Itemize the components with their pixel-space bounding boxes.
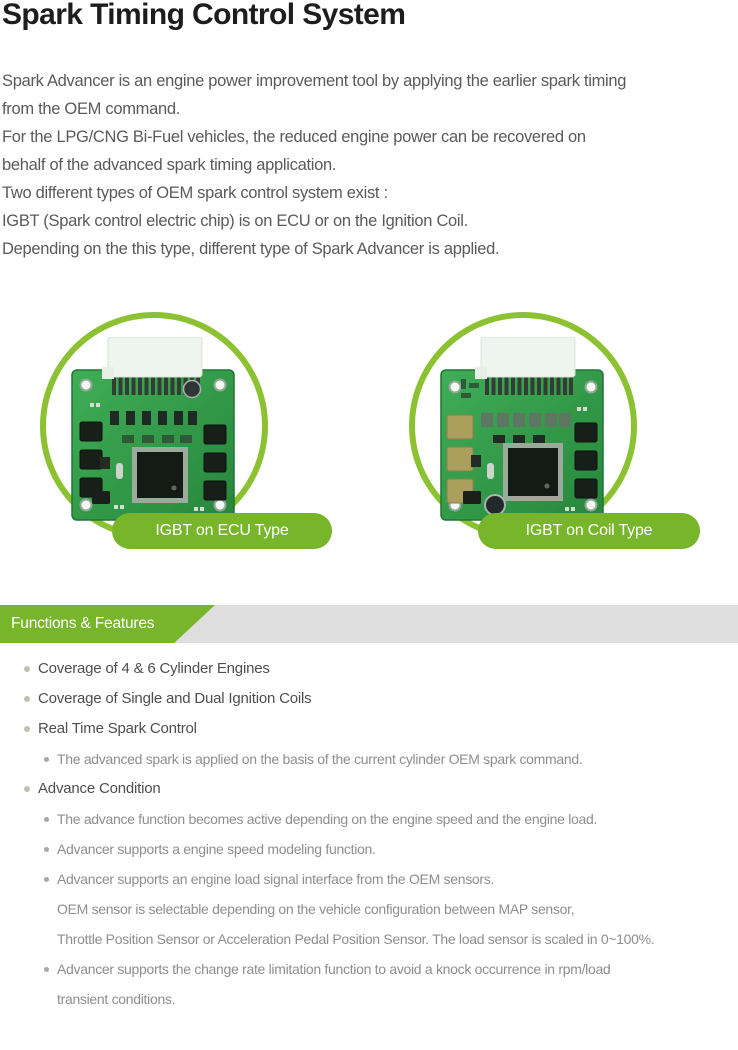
feature-item: Coverage of Single and Dual Ignition Coi… (0, 684, 738, 714)
bullet-icon (24, 726, 30, 732)
intro-paragraph: Spark Advancer is an engine power improv… (2, 72, 627, 258)
feature-item: Real Time Spark Control (0, 714, 738, 744)
feature-item-text: Advance Condition (38, 780, 161, 797)
page-title: Spark Timing Control System (2, 0, 406, 31)
bullet-icon (44, 967, 49, 972)
pcb-photo-ring-ecu (40, 312, 268, 540)
feature-item: Advance Condition (0, 774, 738, 804)
bullet-icon (44, 757, 49, 762)
feature-item-text: Coverage of Single and Dual Ignition Coi… (38, 690, 312, 707)
feature-subitem-text: Advancer supports the change rate limita… (57, 961, 611, 1007)
connector-housing (480, 337, 576, 378)
feature-subitem-text: The advanced spark is applied on the bas… (57, 751, 583, 767)
product-label-ecu: IGBT on ECU Type (112, 513, 332, 549)
pcb-photo-ring-coil (409, 312, 637, 540)
features-list: Coverage of 4 & 6 Cylinder Engines Cover… (0, 654, 738, 1014)
product-label-coil-text: IGBT on Coil Type (525, 522, 653, 539)
feature-subitem: Advancer supports an engine load signal … (0, 864, 738, 954)
product-label-coil: IGBT on Coil Type (478, 513, 700, 549)
bullet-icon (44, 847, 49, 852)
section-heading: Functions & Features (11, 615, 155, 632)
bullet-icon (24, 786, 30, 792)
pcb-photo-ecu (71, 337, 235, 521)
section-banner: Functions & Features (0, 605, 738, 643)
bullet-icon (24, 696, 30, 702)
connector-housing (107, 337, 203, 378)
feature-item-text: Real Time Spark Control (38, 720, 197, 737)
product-label-ecu-text: IGBT on ECU Type (155, 522, 289, 539)
pcb-photo-coil (440, 337, 604, 521)
feature-subitem-text: The advance function becomes active depe… (57, 811, 598, 827)
circuit-board (71, 337, 235, 521)
bullet-icon (44, 877, 49, 882)
bullet-icon (44, 817, 49, 822)
feature-subitem: Advancer supports the change rate limita… (0, 954, 738, 1014)
bullet-icon (24, 666, 30, 672)
section-banner-ribbon: Functions & Features (0, 605, 215, 643)
feature-subitem: The advanced spark is applied on the bas… (0, 744, 738, 774)
feature-subitem: Advancer supports a engine speed modelin… (0, 834, 738, 864)
circuit-board (440, 337, 604, 521)
feature-subitem-text: Advancer supports a engine speed modelin… (57, 841, 376, 857)
feature-item: Coverage of 4 & 6 Cylinder Engines (0, 654, 738, 684)
feature-subitem: The advance function becomes active depe… (0, 804, 738, 834)
feature-item-text: Coverage of 4 & 6 Cylinder Engines (38, 660, 270, 677)
feature-subitem-text: Advancer supports an engine load signal … (57, 871, 655, 947)
